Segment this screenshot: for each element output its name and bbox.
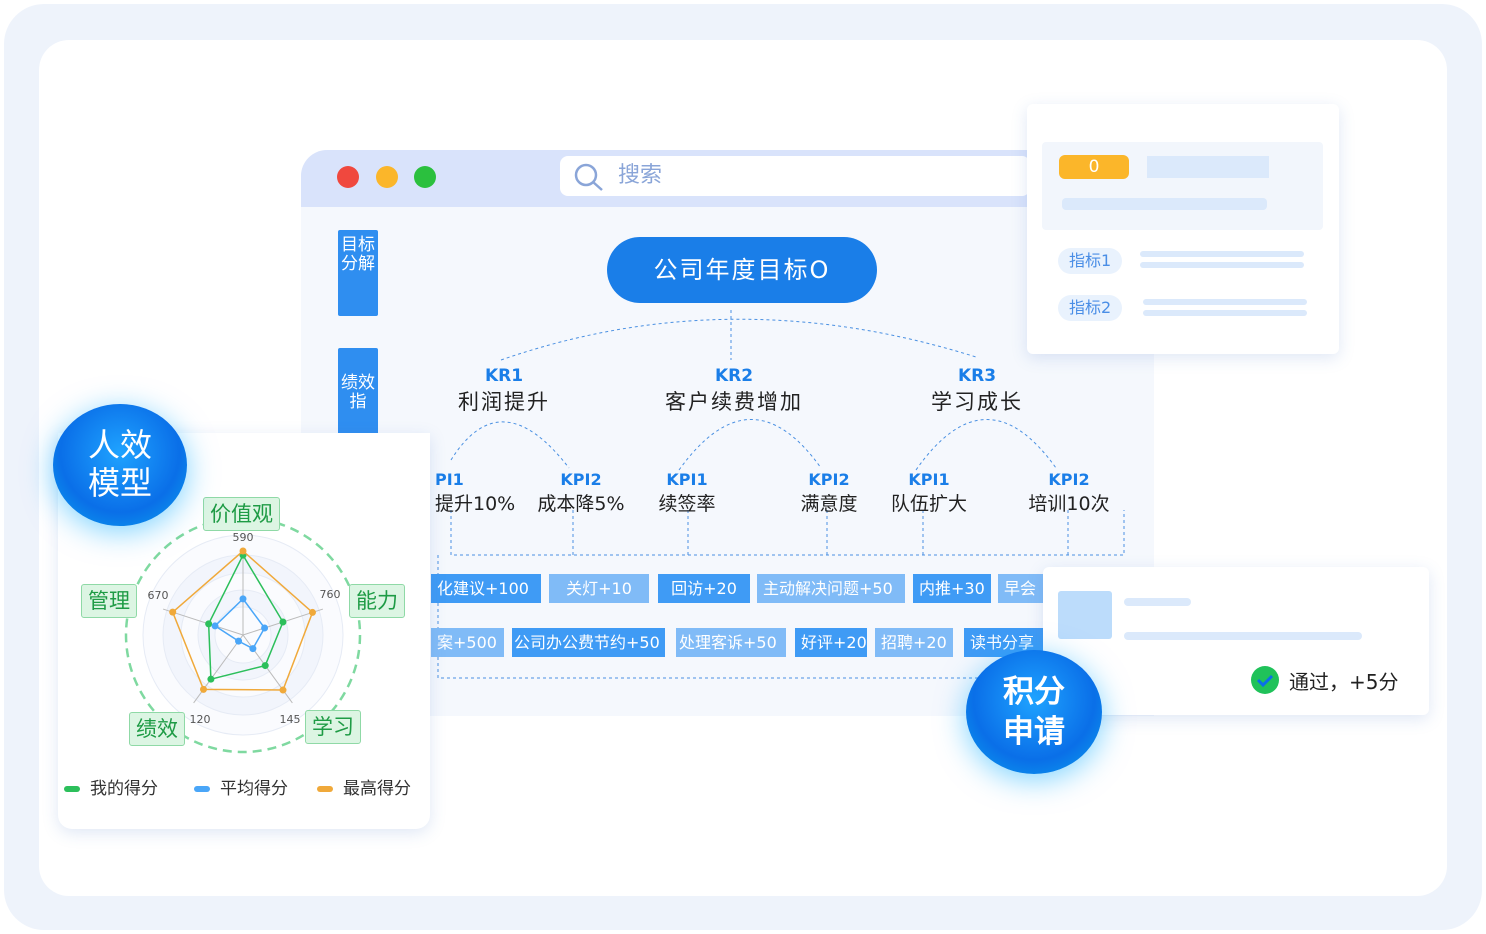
points-tag[interactable]: 处理客诉+50 bbox=[676, 628, 786, 657]
data-point bbox=[235, 637, 243, 645]
data-point bbox=[309, 608, 317, 616]
data-point bbox=[279, 618, 287, 626]
minimize-dot[interactable] bbox=[376, 166, 398, 188]
series-line bbox=[171, 550, 314, 691]
points-apply-bubble[interactable]: 积分申请 bbox=[966, 650, 1102, 774]
tick-label: 590 bbox=[233, 531, 254, 544]
outer-dashed-ring bbox=[124, 516, 362, 754]
placeholder-bar bbox=[1062, 198, 1267, 210]
points-tag[interactable]: 化建议+100 bbox=[431, 574, 541, 603]
tab-goal-breakdown[interactable]: 目标分解 bbox=[338, 230, 378, 316]
indicator-chip[interactable]: 指标2 bbox=[1058, 295, 1123, 321]
axis-label: 管理 bbox=[81, 584, 137, 618]
maximize-dot[interactable] bbox=[414, 166, 436, 188]
points-tag[interactable]: 读书分享 bbox=[964, 628, 1044, 657]
legend-item[interactable]: 最高得分 bbox=[317, 774, 411, 799]
axis-label: 学习 bbox=[305, 710, 361, 744]
efficiency-model-bubble[interactable]: 人效模型 bbox=[53, 404, 187, 526]
tick-label: 760 bbox=[320, 588, 341, 601]
company-goal-node[interactable]: 公司年度目标O bbox=[607, 237, 877, 303]
data-point bbox=[200, 685, 208, 693]
points-tag[interactable]: 案+500 bbox=[431, 628, 504, 657]
points-tag[interactable]: 回访+20 bbox=[658, 574, 750, 603]
data-point bbox=[261, 662, 269, 670]
search-placeholder: 搜索 bbox=[618, 163, 663, 188]
data-point bbox=[249, 645, 257, 653]
data-point bbox=[207, 675, 215, 683]
legend-item[interactable]: 平均得分 bbox=[194, 774, 288, 799]
placeholder-bar bbox=[1124, 598, 1191, 606]
data-point bbox=[279, 686, 287, 694]
placeholder-bar bbox=[1140, 262, 1304, 268]
score-summary: 0 bbox=[1042, 142, 1323, 230]
tick-label: 120 bbox=[190, 713, 211, 726]
data-point bbox=[261, 624, 269, 632]
points-tag[interactable]: 内推+30 bbox=[913, 574, 991, 603]
approval-status: 通过，+5分 bbox=[1289, 670, 1399, 694]
bubble-line: 积分 bbox=[1003, 674, 1065, 710]
points-tag[interactable]: 好评+20 bbox=[795, 628, 867, 657]
data-point bbox=[211, 622, 219, 630]
score-card: 0 指标1 指标2 bbox=[1027, 104, 1339, 354]
data-point bbox=[239, 547, 247, 555]
data-point bbox=[239, 595, 247, 603]
bubble-line: 人效 bbox=[87, 426, 152, 464]
placeholder-bar bbox=[1140, 251, 1304, 257]
tab-performance[interactable]: 绩效指 bbox=[338, 348, 378, 438]
search-input[interactable]: 搜索 bbox=[560, 156, 1030, 196]
points-tag[interactable]: 主动解决问题+50 bbox=[757, 574, 905, 603]
tick-label: 145 bbox=[280, 713, 301, 726]
data-point bbox=[169, 608, 177, 616]
axis-label: 价值观 bbox=[203, 497, 280, 531]
search-icon bbox=[574, 163, 603, 191]
series-line bbox=[213, 597, 266, 650]
placeholder-bar bbox=[1147, 156, 1269, 178]
indicator-chip[interactable]: 指标1 bbox=[1058, 248, 1123, 274]
image-placeholder bbox=[1058, 591, 1112, 639]
series-line bbox=[207, 553, 284, 681]
axis-label: 能力 bbox=[349, 584, 405, 618]
approval-card: 通过，+5分 bbox=[1043, 567, 1429, 715]
radar-chart: 590 760 145 120 670 bbox=[124, 516, 362, 754]
window-titlebar: 搜索 bbox=[301, 150, 1154, 207]
points-tag[interactable]: 关灯+10 bbox=[549, 574, 649, 603]
data-point bbox=[205, 620, 213, 628]
axis-line bbox=[162, 608, 244, 636]
tick-label: 670 bbox=[148, 589, 169, 602]
legend-item[interactable]: 我的得分 bbox=[64, 774, 158, 799]
placeholder-bar bbox=[1143, 299, 1307, 305]
points-tag[interactable]: 招聘+20 bbox=[875, 628, 953, 657]
axis-label: 绩效 bbox=[129, 712, 185, 746]
score-badge: 0 bbox=[1059, 155, 1129, 179]
placeholder-bar bbox=[1124, 632, 1362, 640]
tree-connectors bbox=[437, 310, 1125, 679]
bubble-line: 申请 bbox=[1003, 714, 1065, 750]
points-tag[interactable]: 公司办公费节约+50 bbox=[512, 628, 665, 657]
placeholder-bar bbox=[1143, 310, 1307, 316]
close-dot[interactable] bbox=[337, 166, 359, 188]
check-circle-icon bbox=[1251, 666, 1279, 694]
bubble-line: 模型 bbox=[87, 464, 152, 502]
